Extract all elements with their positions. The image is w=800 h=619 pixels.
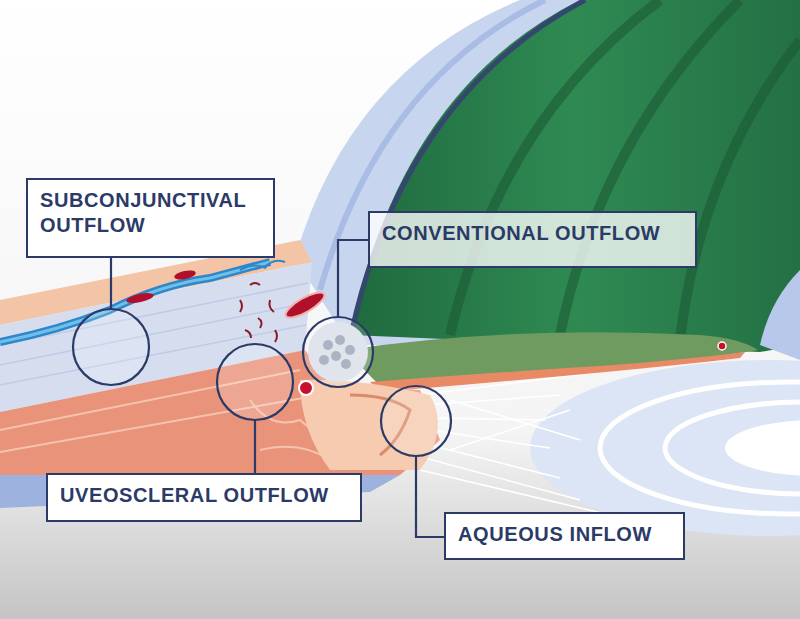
iris-pigment <box>370 352 745 392</box>
callout-circle <box>73 309 451 456</box>
chamber-shade <box>450 0 660 335</box>
label-box: CONVENTIONAL OUTFLOW <box>368 211 697 268</box>
aqueous-veins <box>240 283 277 342</box>
schlemm-vessel <box>299 381 313 395</box>
label-text: CONVENTIONAL OUTFLOW <box>382 221 683 246</box>
iris-vessel <box>718 342 726 350</box>
label-box: UVEOSCLERAL OUTFLOW <box>46 473 362 522</box>
label-box: AQUEOUS INFLOW <box>444 512 685 560</box>
lens-ring <box>600 382 800 514</box>
red-vessel <box>173 269 196 281</box>
zonule-fibers <box>420 372 610 515</box>
label-text: AQUEOUS INFLOW <box>458 522 671 547</box>
red-vessel <box>282 288 327 322</box>
red-vessel <box>125 291 154 305</box>
capillary <box>240 261 285 270</box>
lens <box>530 360 800 536</box>
label-box: SUBCONJUNCTIVAL OUTFLOW <box>26 178 275 258</box>
label-text: SUBCONJUNCTIVAL OUTFLOW <box>40 188 261 238</box>
lens-core <box>725 420 800 476</box>
chamber-shade <box>560 0 740 335</box>
muscle-fibers <box>0 370 350 460</box>
pupil-edge <box>760 270 800 360</box>
lens-ring <box>665 402 800 494</box>
label-text: UVEOSCLERAL OUTFLOW <box>60 483 348 508</box>
anterior-chamber <box>350 0 800 352</box>
